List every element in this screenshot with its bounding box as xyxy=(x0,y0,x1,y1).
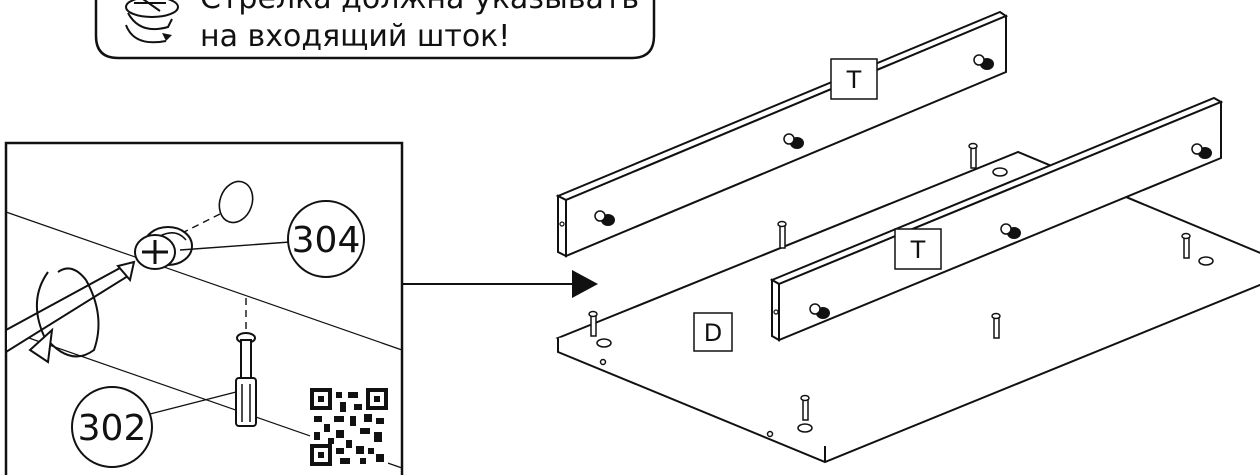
panel-label-t-front: T xyxy=(910,236,926,264)
cam-lock-rotation-icon xyxy=(125,0,179,44)
panel-label-t-back: T xyxy=(846,66,862,94)
dowel-302 xyxy=(235,332,257,427)
detail-inset: 304 302 xyxy=(4,141,404,475)
rotation-arrow-icon xyxy=(28,267,100,364)
top-rail-back: T xyxy=(555,10,1009,258)
label-304: 304 xyxy=(292,220,361,261)
warning-note: Стрелка должна указывать на входящий што… xyxy=(94,0,656,60)
arrow-right-icon xyxy=(402,270,598,298)
panel-label-d: D xyxy=(704,319,722,347)
cam-lock-304 xyxy=(134,226,193,270)
note-line-1: Стрелка должна указывать xyxy=(200,0,639,16)
bottom-panel-d: D xyxy=(555,142,1260,464)
label-302: 302 xyxy=(78,408,147,449)
qr-code xyxy=(310,388,388,466)
screwdriver xyxy=(5,260,136,354)
note-line-2: на входящий шток! xyxy=(200,19,510,54)
top-rail-front: T xyxy=(769,96,1224,342)
